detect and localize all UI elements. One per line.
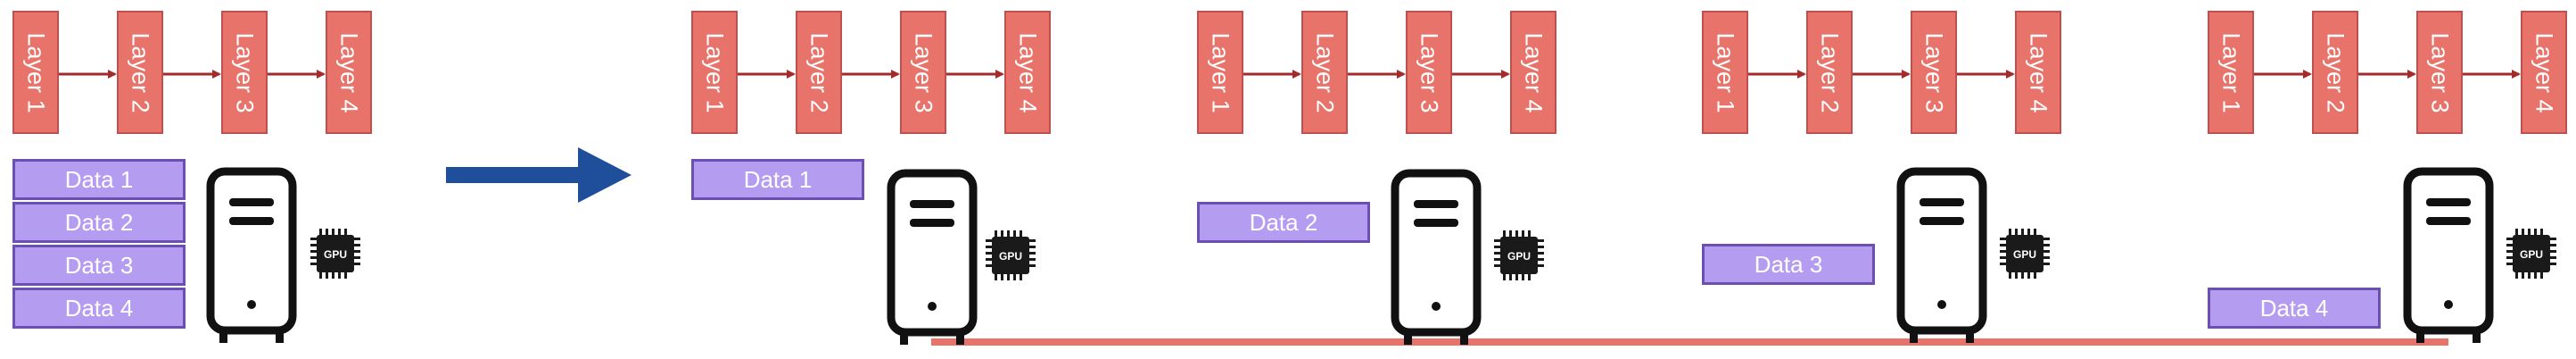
layer-label: Layer 3 [910, 31, 937, 113]
gpu-chip-icon: GPU [986, 230, 1036, 280]
gpu-chip-icon: GPU [1494, 230, 1544, 280]
layer-label: Layer 1 [2217, 31, 2245, 113]
gpu-label: GPU [324, 248, 347, 261]
layer-box-2: Layer 2 [117, 11, 163, 134]
layer-label: Layer 2 [1816, 31, 1844, 113]
layer-label: Layer 4 [1014, 31, 1042, 113]
layer-label: Layer 4 [2531, 31, 2558, 113]
layer-label: Layer 2 [2322, 31, 2349, 113]
server-icon [1391, 169, 1482, 345]
layer-box-2: Layer 2 [1806, 11, 1853, 134]
gpu-chip-icon: GPU [2506, 229, 2556, 279]
right-arrow-icon [446, 147, 632, 203]
layer-label: Layer 1 [22, 31, 50, 113]
layer-box-4: Layer 4 [1004, 11, 1051, 134]
gpu-chip-icon: GPU [2000, 229, 2050, 279]
layer-label: Layer 1 [1207, 31, 1234, 113]
layer-label: Layer 3 [1416, 31, 1443, 113]
layer-box-3: Layer 3 [1911, 11, 1957, 134]
data-shard-3: Data 3 [12, 245, 186, 286]
layer-box-2: Layer 2 [2312, 11, 2358, 134]
layer-label: Layer 1 [701, 31, 729, 113]
data-shard-3: Data 3 [1702, 244, 1875, 285]
gpu-chip-icon: GPU [310, 229, 360, 279]
data-shard-1: Data 1 [12, 159, 186, 200]
gpu-label: GPU [999, 250, 1022, 263]
gpu-label: GPU [2013, 248, 2036, 261]
layer-label: Layer 4 [1520, 31, 1548, 113]
layer-box-1: Layer 1 [2208, 11, 2254, 134]
gpu-label: GPU [2520, 248, 2543, 261]
layer-label: Layer 1 [1712, 31, 1739, 113]
layer-label: Layer 2 [805, 31, 833, 113]
data-shard-4: Data 4 [12, 288, 186, 329]
server-icon [2403, 167, 2494, 343]
layer-box-1: Layer 1 [691, 11, 738, 134]
layer-box-3: Layer 3 [2416, 11, 2463, 134]
layer-box-4: Layer 4 [2521, 11, 2567, 134]
layer-box-1: Layer 1 [1197, 11, 1243, 134]
layer-label: Layer 4 [335, 31, 363, 113]
layer-box-2: Layer 2 [1301, 11, 1348, 134]
layer-label: Layer 3 [1920, 31, 1948, 113]
layer-label: Layer 2 [1311, 31, 1339, 113]
layer-box-3: Layer 3 [1406, 11, 1452, 134]
layer-box-4: Layer 4 [1510, 11, 1556, 134]
layer-label: Layer 3 [2426, 31, 2454, 113]
layer-box-2: Layer 2 [796, 11, 842, 134]
layer-label: Layer 3 [231, 31, 259, 113]
layer-box-4: Layer 4 [2015, 11, 2061, 134]
server-icon [1896, 167, 1987, 343]
layer-box-3: Layer 3 [900, 11, 946, 134]
data-shard-2: Data 2 [12, 202, 186, 243]
layer-box-4: Layer 4 [326, 11, 372, 134]
layer-label: Layer 4 [2025, 31, 2052, 113]
gpu-label: GPU [1507, 250, 1531, 263]
data-shard-4: Data 4 [2208, 288, 2381, 329]
data-shard-1: Data 1 [691, 159, 864, 200]
server-icon [887, 169, 978, 345]
layer-box-1: Layer 1 [1702, 11, 1748, 134]
layer-label: Layer 2 [127, 31, 154, 113]
layer-box-3: Layer 3 [221, 11, 268, 134]
server-icon [206, 167, 297, 343]
data-shard-2: Data 2 [1197, 202, 1370, 243]
layer-box-1: Layer 1 [12, 11, 59, 134]
